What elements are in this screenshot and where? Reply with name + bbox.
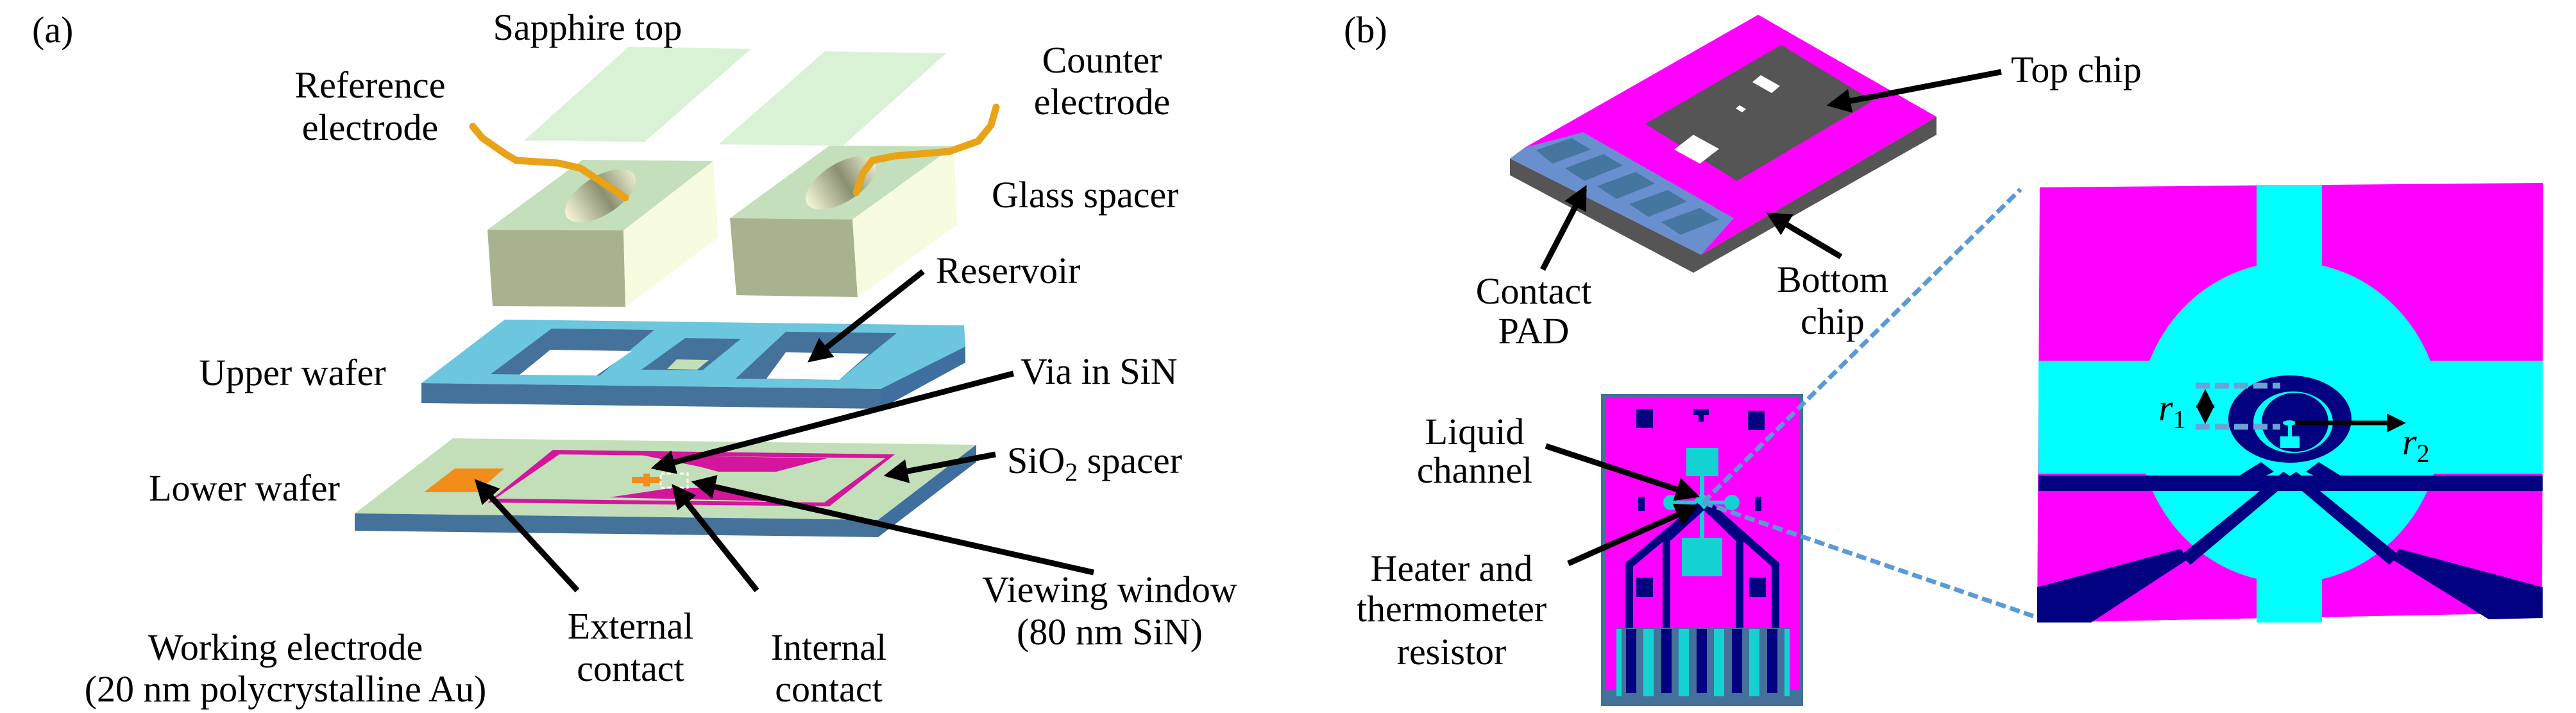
- alignment-marks: [1636, 409, 1766, 597]
- reservoir-pad-top: [1686, 448, 1718, 476]
- upper-wafer: [421, 320, 965, 409]
- label-reference-electrode-1: Reference: [294, 64, 445, 106]
- label-counter-electrode-1: Counter: [1042, 39, 1162, 81]
- label-contact-pad-1: Contact: [1476, 270, 1591, 312]
- arrow-viewing-window: [691, 475, 1094, 576]
- label-counter-electrode-2: electrode: [1034, 81, 1171, 123]
- label-external-contact-1: External: [568, 605, 693, 647]
- label-sapphire-top: Sapphire top: [493, 6, 682, 48]
- bond-pads: [1616, 629, 1790, 696]
- arrow-via-in-sin: [650, 370, 1015, 474]
- label-r1: r1: [2158, 387, 2186, 434]
- contact-pad-stripes: [1536, 138, 1719, 235]
- arrow-contact-pad: [1540, 185, 1587, 271]
- label-internal-contact-2: contact: [775, 668, 882, 710]
- sapphire-top-right: [718, 51, 946, 146]
- panel-b-tag: (b): [1344, 9, 1387, 51]
- label-bottom-chip-1: Bottom: [1777, 259, 1888, 300]
- arrow-external-contact: [474, 479, 580, 593]
- label-working-electrode-1: Working electrode: [148, 626, 423, 668]
- label-heater-1: Heater and: [1371, 547, 1533, 589]
- label-top-chip: Top chip: [2011, 49, 2142, 90]
- arrow-reservoir: [808, 269, 925, 363]
- label-glass-spacer: Glass spacer: [992, 174, 1179, 216]
- lead-right-taper: [2393, 549, 2543, 619]
- label-internal-contact-1: Internal: [771, 626, 886, 668]
- label-via-in-sin: Via in SiN: [1021, 350, 1178, 392]
- reference-electrode-wire: [469, 123, 629, 202]
- lead-diag-left: [2181, 472, 2293, 565]
- glass-spacer-right: [730, 146, 957, 297]
- label-upper-wafer: Upper wafer: [199, 352, 386, 393]
- label-sio2-spacer: SiO2 spacer: [1007, 440, 1182, 486]
- label-contact-pad-2: PAD: [1498, 310, 1570, 352]
- top-chip-window-small: [1752, 75, 1780, 93]
- arrow-sio2-spacer: [883, 451, 996, 483]
- label-viewing-window-2: (80 nm SiN): [1017, 611, 1203, 653]
- chip-layout: [1601, 394, 1803, 706]
- panel-b: (b) Top chip Contact PAD Bottom chip: [1344, 9, 2543, 706]
- arrow-internal-contact: [672, 484, 759, 592]
- reservoir-pad-bottom: [1682, 538, 1722, 576]
- lower-wafer: [355, 438, 976, 537]
- label-working-electrode-2: (20 nm polycrystalline Au): [85, 668, 487, 710]
- counter-electrode-wire: [852, 103, 1000, 196]
- glass-hole: [565, 169, 636, 223]
- label-heater-2: thermometer: [1357, 588, 1546, 630]
- chip-stack-3d: [1510, 15, 1936, 273]
- internal-contact-cross: [632, 474, 661, 486]
- top-chip-window-large: [1674, 135, 1719, 164]
- label-r2: r2: [2402, 421, 2430, 468]
- panel-a-tag: (a): [32, 9, 73, 51]
- label-bottom-chip-2: chip: [1801, 300, 1865, 342]
- label-liquid-channel-1: Liquid: [1425, 411, 1525, 452]
- lead-left-taper: [2037, 549, 2187, 623]
- glass-spacer-left: [487, 160, 718, 307]
- label-reference-electrode-2: electrode: [302, 107, 439, 148]
- arrow-liquid-channel: [1545, 443, 1700, 501]
- glass-hole: [806, 156, 876, 210]
- working-electrode-pad: [424, 468, 504, 492]
- label-liquid-channel-2: channel: [1417, 449, 1532, 491]
- arrow-top-chip: [1826, 69, 2002, 113]
- sapphire-top-left: [524, 47, 751, 142]
- label-viewing-window-1: Viewing window: [982, 569, 1237, 610]
- top-chip-window-tiny: [1736, 105, 1746, 112]
- arrow-bottom-chip: [1766, 212, 1843, 259]
- zoomed-layout: [2037, 183, 2543, 623]
- zoom-line-upper: [1701, 187, 2022, 504]
- label-lower-wafer: Lower wafer: [149, 467, 340, 509]
- label-heater-3: resistor: [1397, 631, 1507, 673]
- lead-diag-right: [2287, 472, 2399, 565]
- label-reservoir: Reservoir: [936, 250, 1081, 291]
- label-external-contact-2: contact: [577, 648, 684, 689]
- arrow-heater: [1567, 504, 1700, 567]
- panel-a: (a): [32, 6, 1237, 710]
